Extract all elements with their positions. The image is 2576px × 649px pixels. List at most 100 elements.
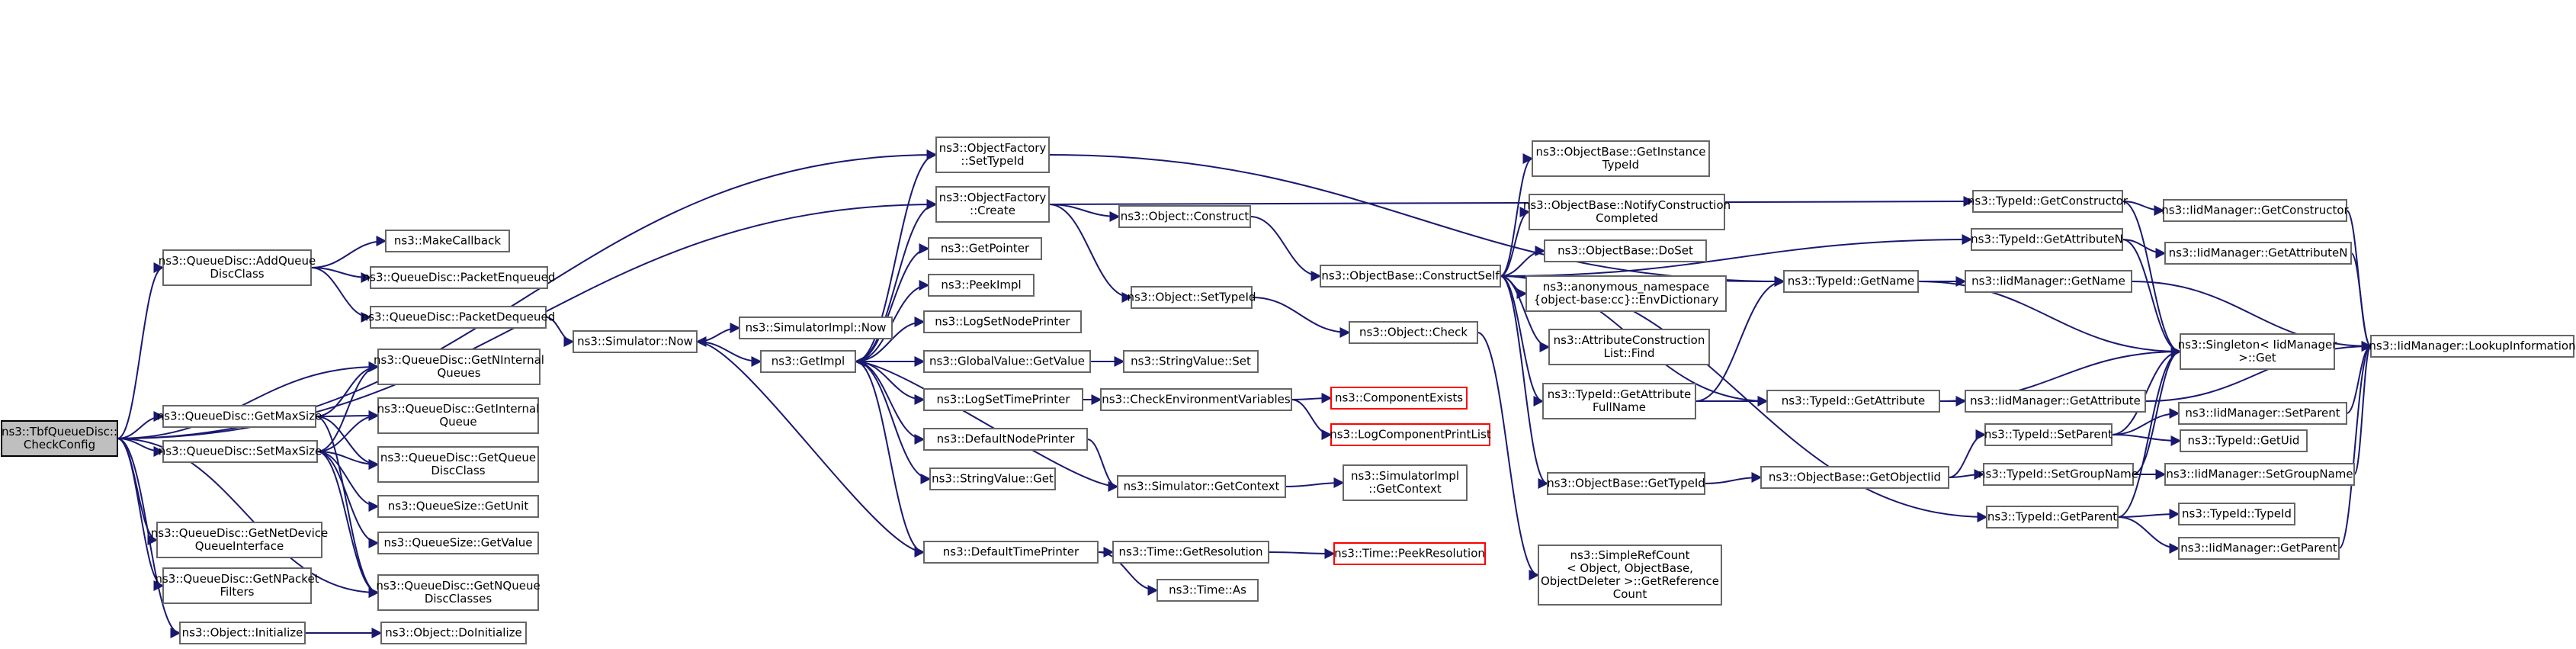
- node-ns3-typeid-getuid[interactable]: ns3::TypeId::GetUid: [2180, 429, 2308, 452]
- node-ns3-time-getresolution[interactable]: ns3::Time::GetResolution: [1112, 541, 1269, 564]
- node-ns3-defaultnodeprinter[interactable]: ns3::DefaultNodePrinter: [923, 428, 1088, 451]
- node-ns3-simplerefcount-object-objectbase-objectdeleter-getreference-count[interactable]: ns3::SimpleRefCount< Object, ObjectBase,…: [1538, 545, 1722, 606]
- edge-setmaxsize-to-qsgetval: [316, 451, 380, 548]
- node-ns3-objectbase-gettypeid[interactable]: ns3::ObjectBase::GetTypeId: [1547, 472, 1705, 495]
- edge-line: [1291, 393, 1333, 404]
- node-label: ns3::LogComponentPrintList: [1330, 428, 1491, 442]
- node-ns3-queuesize-getunit[interactable]: ns3::QueueSize::GetUnit: [377, 495, 539, 518]
- edge-setmaxsize-to-getnqdc: [316, 451, 380, 598]
- node-ns3-peekimpl[interactable]: ns3::PeekImpl: [928, 274, 1035, 297]
- node-ns3-typeid-typeid[interactable]: ns3::TypeId::TypeId: [2178, 503, 2295, 525]
- node-ns3-typeid-setgroupname[interactable]: ns3::TypeId::SetGroupName: [1978, 463, 2138, 486]
- edge-ofsettid-to-tidgetname: [1048, 154, 1785, 287]
- node-ns3-queuedisc-setmaxsize[interactable]: ns3::QueueDisc::SetMaxSize: [159, 440, 322, 463]
- node-ns3-defaulttimeprinter[interactable]: ns3::DefaultTimePrinter: [923, 541, 1099, 564]
- node-ns3-object-doinitialize[interactable]: ns3::Object::DoInitialize: [380, 622, 527, 644]
- node-ns3-typeid-getattribute[interactable]: ns3::TypeId::GetAttribute: [1766, 390, 1940, 413]
- node-ns3-globalvalue-getvalue[interactable]: ns3::GlobalValue::GetValue: [923, 350, 1091, 373]
- node-ns3-iidmanager-getattributen[interactable]: ns3::IidManager::GetAttributeN: [2164, 242, 2352, 265]
- node-ns3-queuesize-getvalue[interactable]: ns3::QueueSize::GetValue: [377, 532, 539, 554]
- edge-line: [1268, 548, 1336, 559]
- node-ns3-makecallback[interactable]: ns3::MakeCallback: [385, 230, 510, 252]
- edge-getimpl-to-logstp: [855, 361, 925, 405]
- node-ns3-componentexists[interactable]: ns3::ComponentExists: [1330, 387, 1468, 410]
- node-label: ns3::ObjectBase::GetInstance: [1536, 145, 1706, 159]
- node-label: ns3::GetPointer: [941, 242, 1030, 255]
- node-box: [1532, 140, 1710, 177]
- node-ns3-checkenvironmentvariables[interactable]: ns3::CheckEnvironmentVariables: [1100, 388, 1292, 411]
- node-label: ns3::IidManager::GetName: [1971, 275, 2125, 288]
- node-ns3-queuedisc-getnetdevice-queueinterface[interactable]: ns3::QueueDisc::GetNetDeviceQueueInterfa…: [151, 522, 329, 558]
- node-ns3-queuedisc-packetdequeued[interactable]: ns3::QueueDisc::PacketDequeued: [361, 306, 556, 329]
- node-label: ns3::IidManager::GetAttributeN: [2169, 246, 2348, 260]
- node-ns3-time-as[interactable]: ns3::Time::As: [1156, 579, 1259, 602]
- node-ns3-time-peekresolution[interactable]: ns3::Time::PeekResolution: [1333, 542, 1486, 565]
- node-ns3-stringvalue-get[interactable]: ns3::StringValue::Get: [929, 467, 1056, 490]
- node-ns3-iidmanager-setgroupname[interactable]: ns3::IidManager::SetGroupName: [2164, 463, 2355, 486]
- node-ns3-object-construct[interactable]: ns3::Object::Construct: [1118, 205, 1251, 228]
- node-box: [923, 310, 1082, 333]
- node-ns3-simulatorimpl-getcontext[interactable]: ns3::SimulatorImpl::GetContext: [1343, 464, 1468, 501]
- node-ns3-anonymous-namespace-object-base-cc-envdictionary[interactable]: ns3::anonymous_namespace{object-base:cc}…: [1525, 275, 1727, 312]
- edge-setmaxsize-to-getintq: [316, 410, 380, 452]
- edge-obgetobjtid-to-tidsetgroup: [1948, 469, 1985, 480]
- edge-getimpl-to-getptr: [855, 243, 930, 362]
- node-ns3-typeid-getname[interactable]: ns3::TypeId::GetName: [1783, 270, 1919, 293]
- node-ns3-objectfactory-create[interactable]: ns3::ObjectFactory::Create: [935, 186, 1050, 223]
- node-ns3-logsettimeprinter[interactable]: ns3::LogSetTimePrinter: [923, 388, 1083, 411]
- edge-checkenv-to-logcpl: [1291, 399, 1333, 440]
- node-ns3-object-initialize[interactable]: ns3::Object::Initialize: [179, 622, 306, 644]
- node-ns3-typeid-setparent[interactable]: ns3::TypeId::SetParent: [1984, 423, 2112, 446]
- node-box: [1349, 321, 1478, 344]
- node-ns3-logsetnodeprinter[interactable]: ns3::LogSetNodePrinter: [923, 310, 1082, 333]
- node-ns3-simulatorimpl-now[interactable]: ns3::SimulatorImpl::Now: [739, 316, 893, 339]
- edge-setmaxsize-to-qsgetunit: [316, 451, 380, 512]
- node-ns3-iidmanager-lookupinformation[interactable]: ns3::IidManager::LookupInformation: [2369, 335, 2576, 358]
- node-ns3-simulator-now[interactable]: ns3::Simulator::Now: [573, 330, 698, 353]
- node-box: [928, 237, 1042, 260]
- edge-line: [855, 361, 932, 484]
- edge-line: [855, 361, 925, 557]
- node-ns3-objectbase-notifyconstruction-completed[interactable]: ns3::ObjectBase::NotifyConstructionCompl…: [1523, 194, 1731, 230]
- edge-ofcreate-to-objconstruct: [1048, 204, 1121, 222]
- node-ns3-simulator-getcontext[interactable]: ns3::Simulator::GetContext: [1117, 475, 1286, 498]
- node-ns3-getpointer[interactable]: ns3::GetPointer: [928, 237, 1042, 260]
- node-ns3-queuedisc-getmaxsize[interactable]: ns3::QueueDisc::GetMaxSize: [157, 405, 322, 428]
- node-ns3-objectfactory-settypeid[interactable]: ns3::ObjectFactory::SetTypeId: [935, 137, 1050, 173]
- node-ns3-iidmanager-getconstructor[interactable]: ns3::IidManager::GetConstructor: [2161, 199, 2350, 222]
- node-ns3-objectbase-doset[interactable]: ns3::ObjectBase::DoSet: [1544, 239, 1707, 262]
- node-ns3-iidmanager-getattribute[interactable]: ns3::IidManager::GetAttribute: [1965, 390, 2146, 413]
- node-ns3-typeid-getparent[interactable]: ns3::TypeId::GetParent: [1986, 506, 2119, 529]
- edge-getimpl-to-deftp: [855, 361, 925, 557]
- node-ns3-logcomponentprintlist[interactable]: ns3::LogComponentPrintList: [1330, 423, 1491, 446]
- node-ns3-queuedisc-packetenqueued[interactable]: ns3::QueueDisc::PacketEnqueued: [363, 266, 556, 289]
- node-ns3-iidmanager-getparent[interactable]: ns3::IidManager::GetParent: [2178, 537, 2340, 560]
- node-box: [923, 428, 1088, 451]
- node-ns3-object-check[interactable]: ns3::Object::Check: [1349, 321, 1478, 344]
- node-box: [1766, 390, 1940, 413]
- node-ns3-tbfqueuedisc-checkconfig[interactable]: ns3::TbfQueueDisc::CheckConfig: [1, 420, 118, 457]
- node-ns3-singleton-iidmanager-get[interactable]: ns3::Singleton< IidManager>::Get: [2178, 333, 2338, 370]
- node-ns3-typeid-getconstructor[interactable]: ns3::TypeId::GetConstructor: [1968, 190, 2128, 213]
- node-ns3-getimpl[interactable]: ns3::GetImpl: [760, 350, 856, 373]
- node-box: [377, 397, 539, 434]
- node-ns3-objectbase-getobjectiid[interactable]: ns3::ObjectBase::GetObjectIid: [1760, 466, 1949, 489]
- node-ns3-objectbase-constructself[interactable]: ns3::ObjectBase::ConstructSelf: [1320, 265, 1501, 288]
- node-ns3-iidmanager-getname[interactable]: ns3::IidManager::GetName: [1965, 270, 2132, 293]
- node-ns3-typeid-getattributen[interactable]: ns3::TypeId::GetAttributeN: [1971, 228, 2123, 251]
- node-ns3-object-settypeid[interactable]: ns3::Object::SetTypeId: [1128, 286, 1256, 309]
- node-ns3-stringvalue-set[interactable]: ns3::StringValue::Set: [1123, 350, 1259, 373]
- edge-line: [117, 438, 181, 638]
- node-label: FullName: [1593, 400, 1646, 414]
- node-ns3-iidmanager-setparent[interactable]: ns3::IidManager::SetParent: [2178, 402, 2347, 425]
- node-label: ns3::TypeId::GetAttribute: [1548, 387, 1691, 401]
